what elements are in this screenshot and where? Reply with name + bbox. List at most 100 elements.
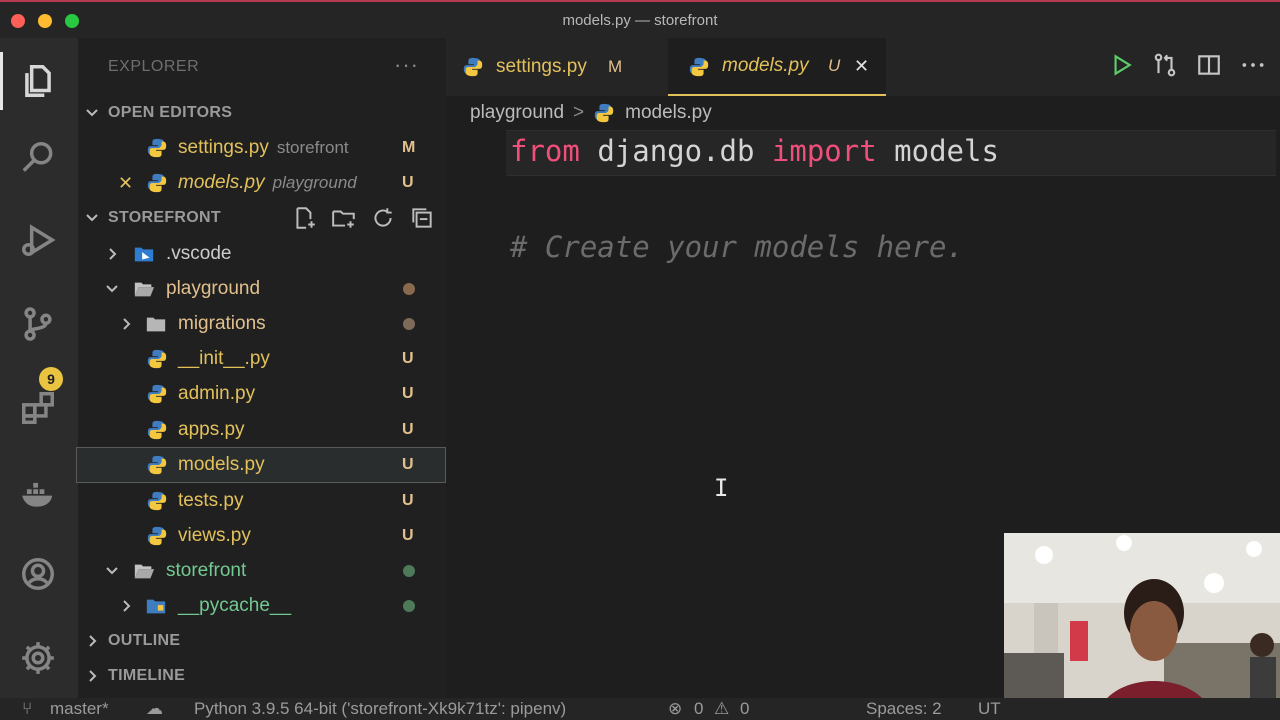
untracked-dot — [403, 600, 415, 612]
git-branch[interactable]: master* — [50, 699, 109, 718]
untracked-dot — [403, 565, 415, 577]
code-line-3-comment: # Create your models here. — [510, 230, 964, 264]
files-icon[interactable] — [14, 57, 62, 105]
tree-item-file[interactable]: __init__.py U — [78, 342, 446, 376]
tab-status: U — [828, 56, 841, 75]
keyword-from: from — [510, 134, 580, 168]
breadcrumb-folder[interactable]: playground — [470, 102, 565, 123]
breadcrumb-file[interactable]: models.py — [625, 102, 712, 123]
code-editor[interactable]: playground > models.py from django.db im… — [446, 96, 1280, 698]
python-file-icon — [146, 137, 168, 159]
window-title: models.py — storefront — [562, 12, 718, 29]
chevron-right-icon — [84, 668, 100, 684]
activity-bar: 9 — [0, 38, 78, 698]
tree-item-label: apps.py — [178, 419, 245, 440]
maximize-window-button[interactable] — [65, 14, 79, 28]
tab-status: M — [608, 57, 623, 76]
editor-tab-bar: settings.py M models.py U ✕ — [446, 38, 1280, 96]
branch-icon: ⑂ — [22, 699, 33, 718]
git-status-badge: U — [402, 385, 414, 402]
python-file-icon — [146, 525, 168, 547]
tree-item-folder[interactable]: .vscode — [78, 237, 446, 271]
chevron-down-icon — [84, 210, 100, 226]
python-file-icon — [146, 419, 168, 441]
account-icon[interactable] — [14, 550, 62, 598]
python-interpreter[interactable]: Python 3.9.5 64-bit ('storefront-Xk9k71t… — [194, 699, 567, 718]
run-python-file-icon[interactable] — [1108, 52, 1134, 78]
collapse-all-icon[interactable] — [409, 205, 435, 231]
new-folder-icon[interactable] — [331, 205, 357, 231]
tree-item-folder[interactable]: storefront — [78, 554, 446, 588]
tab-models-py[interactable]: models.py U ✕ — [668, 38, 886, 96]
tree-item-file[interactable]: tests.py U — [78, 484, 446, 518]
more-actions-icon[interactable] — [1240, 52, 1266, 78]
explorer-more-actions-icon[interactable]: ··· — [394, 52, 419, 77]
text-cursor-icon: I — [714, 474, 729, 502]
tree-item-file-selected[interactable]: models.py U — [76, 447, 446, 483]
sync-icon[interactable]: ☁ — [146, 699, 163, 718]
tree-item-label: storefront — [166, 560, 247, 581]
warning-count[interactable]: 0 — [740, 699, 750, 718]
section-label: STOREFRONT — [108, 209, 221, 226]
refresh-icon[interactable] — [370, 205, 396, 231]
python-file-icon — [146, 348, 168, 370]
git-status-badge: U — [402, 350, 414, 367]
close-window-button[interactable] — [11, 14, 25, 28]
chevron-right-icon — [118, 598, 134, 614]
explorer-title: EXPLORER — [108, 58, 200, 75]
open-editors-header[interactable]: OPEN EDITORS — [78, 96, 446, 130]
run-debug-icon[interactable] — [14, 216, 62, 264]
chevron-right-icon — [84, 633, 100, 649]
tab-settings-py[interactable]: settings.py M — [446, 38, 666, 96]
title-bar: models.py — storefront — [0, 0, 1280, 38]
editor-actions — [1108, 52, 1266, 78]
tree-item-file[interactable]: admin.py U — [78, 377, 446, 411]
tree-item-folder[interactable]: playground — [78, 272, 446, 306]
chevron-down-icon — [104, 281, 120, 297]
git-status-badge: U — [402, 492, 414, 509]
tree-item-label: __init__.py — [178, 348, 270, 369]
module-name: django.db — [597, 134, 755, 168]
tree-item-file[interactable]: views.py U — [78, 519, 446, 553]
git-status-badge: M — [402, 139, 416, 156]
extensions-icon[interactable] — [14, 384, 62, 432]
source-control-icon[interactable] — [14, 300, 62, 348]
tree-item-folder[interactable]: __pycache__ — [78, 589, 446, 623]
git-status-badge: U — [402, 527, 414, 544]
chevron-down-icon — [84, 105, 100, 121]
timeline-header[interactable]: TIMELINE — [78, 659, 446, 693]
settings-gear-icon[interactable] — [14, 634, 62, 682]
tree-item-label: playground — [166, 278, 261, 299]
split-editor-icon[interactable] — [1196, 52, 1222, 78]
tree-item-label: .vscode — [166, 243, 232, 264]
new-file-icon[interactable] — [292, 205, 318, 231]
encoding[interactable]: UT — [978, 699, 1001, 718]
close-icon[interactable]: ✕ — [118, 172, 134, 193]
minimize-window-button[interactable] — [38, 14, 52, 28]
storefront-folder-header[interactable]: STOREFRONT — [78, 201, 446, 235]
tree-item-folder[interactable]: migrations — [78, 307, 446, 341]
close-icon[interactable]: ✕ — [854, 55, 870, 76]
modified-dot — [403, 318, 415, 330]
open-editor-name: models.py — [178, 172, 265, 193]
git-status-badge: U — [402, 421, 414, 438]
open-editor-item[interactable]: ✕ models.py playground U — [78, 166, 446, 200]
webcam-overlay — [1004, 533, 1280, 720]
python-file-icon — [593, 102, 617, 124]
open-editor-description: playground — [272, 173, 357, 192]
explorer-actions — [292, 205, 435, 231]
docker-icon[interactable] — [14, 470, 62, 518]
tab-label: settings.py — [496, 56, 587, 77]
outline-header[interactable]: OUTLINE — [78, 624, 446, 658]
chevron-down-icon — [104, 563, 120, 579]
open-changes-icon[interactable] — [1152, 52, 1178, 78]
search-icon[interactable] — [14, 134, 62, 182]
error-count[interactable]: 0 — [694, 699, 704, 718]
tab-label: models.py — [722, 55, 809, 76]
indentation[interactable]: Spaces: 2 — [866, 699, 942, 718]
git-status-badge: U — [402, 174, 414, 191]
tree-item-file[interactable]: apps.py U — [78, 413, 446, 447]
tree-item-label: migrations — [178, 313, 266, 334]
